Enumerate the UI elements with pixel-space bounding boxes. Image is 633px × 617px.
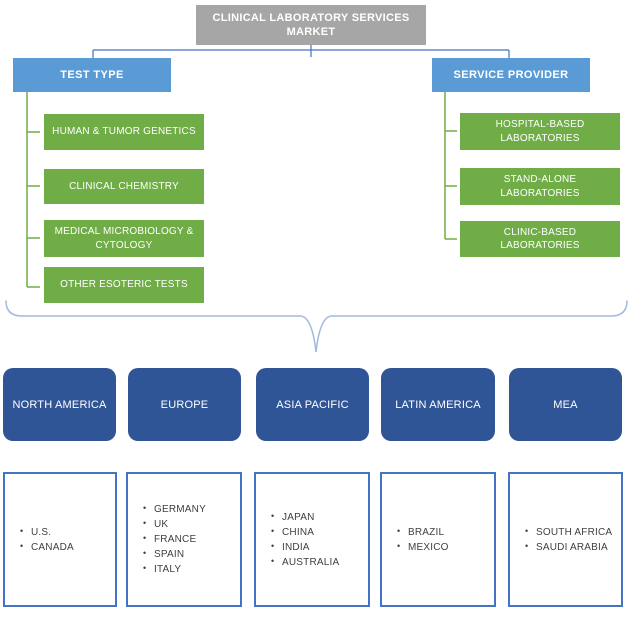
regions-brace [5,300,628,353]
country-box-asia-pacific: JAPAN CHINA INDIA AUSTRALIA [254,472,370,607]
country-list: SOUTH AFRICA SAUDI ARABIA [510,524,614,556]
root-node: CLINICAL LABORATORY SERVICES MARKET [196,5,426,45]
segment-label: CLINICAL CHEMISTRY [69,180,179,192]
segment-label: OTHER ESOTERIC TESTS [60,279,188,291]
segment-box: STAND-ALONE LABORATORIES [460,168,620,205]
segment-label: CLINIC-BASED LABORATORIES [500,226,580,252]
region-north-america: NORTH AMERICA [3,368,116,441]
region-label: ASIA PACIFIC [276,398,349,411]
region-asia-pacific: ASIA PACIFIC [256,368,369,441]
region-label: NORTH AMERICA [12,398,107,411]
region-latin-america: LATIN AMERICA [381,368,495,441]
country-item: AUSTRALIA [271,556,339,569]
segment-label: STAND-ALONE LABORATORIES [500,174,580,199]
segment-box: CLINICAL CHEMISTRY [44,169,204,204]
test-type-tree-connector [26,92,40,288]
country-item: SOUTH AFRICA [525,526,612,539]
country-item: CANADA [20,541,74,554]
branch-label: SERVICE PROVIDER [453,69,569,81]
country-item: UK [143,518,206,531]
country-box-latin-america: BRAZIL MEXICO [380,472,496,607]
country-item: CHINA [271,526,339,539]
country-item: FRANCE [143,533,206,546]
segment-label: MEDICAL MICROBIOLOGY & CYTOLOGY [54,226,194,251]
country-item: MEXICO [397,541,449,554]
country-item: SPAIN [143,548,206,561]
branch-service-provider: SERVICE PROVIDER [432,58,590,92]
segment-box: HOSPITAL-BASED LABORATORIES [460,113,620,150]
region-europe: EUROPE [128,368,241,441]
service-provider-tree-connector [444,92,457,240]
root-label: CLINICAL LABORATORY SERVICES MARKET [212,11,410,38]
region-label: LATIN AMERICA [395,398,481,411]
country-item: SAUDI ARABIA [525,541,612,554]
country-list: JAPAN CHINA INDIA AUSTRALIA [256,509,341,571]
country-item: U.S. [20,526,74,539]
root-branch-connector [92,45,510,58]
country-list: GERMANY UK FRANCE SPAIN ITALY [128,501,208,578]
segment-label: HUMAN & TUMOR GENETICS [52,126,196,138]
segment-box: HUMAN & TUMOR GENETICS [44,114,204,150]
country-item: GERMANY [143,503,206,516]
segment-box: OTHER ESOTERIC TESTS [44,267,204,303]
country-item: JAPAN [271,511,339,524]
region-mea: MEA [509,368,622,441]
country-box-north-america: U.S. CANADA [3,472,117,607]
country-item: BRAZIL [397,526,449,539]
country-list: BRAZIL MEXICO [382,524,451,556]
branch-label: TEST TYPE [60,69,124,81]
region-label: MEA [553,398,578,411]
segment-label: HOSPITAL-BASED LABORATORIES [495,119,585,144]
segment-box: CLINIC-BASED LABORATORIES [460,221,620,257]
country-box-mea: SOUTH AFRICA SAUDI ARABIA [508,472,623,607]
region-label: EUROPE [160,398,209,411]
branch-test-type: TEST TYPE [13,58,171,92]
country-item: ITALY [143,563,206,576]
country-item: INDIA [271,541,339,554]
segment-box: MEDICAL MICROBIOLOGY & CYTOLOGY [44,220,204,257]
country-box-europe: GERMANY UK FRANCE SPAIN ITALY [126,472,242,607]
country-list: U.S. CANADA [5,524,76,556]
